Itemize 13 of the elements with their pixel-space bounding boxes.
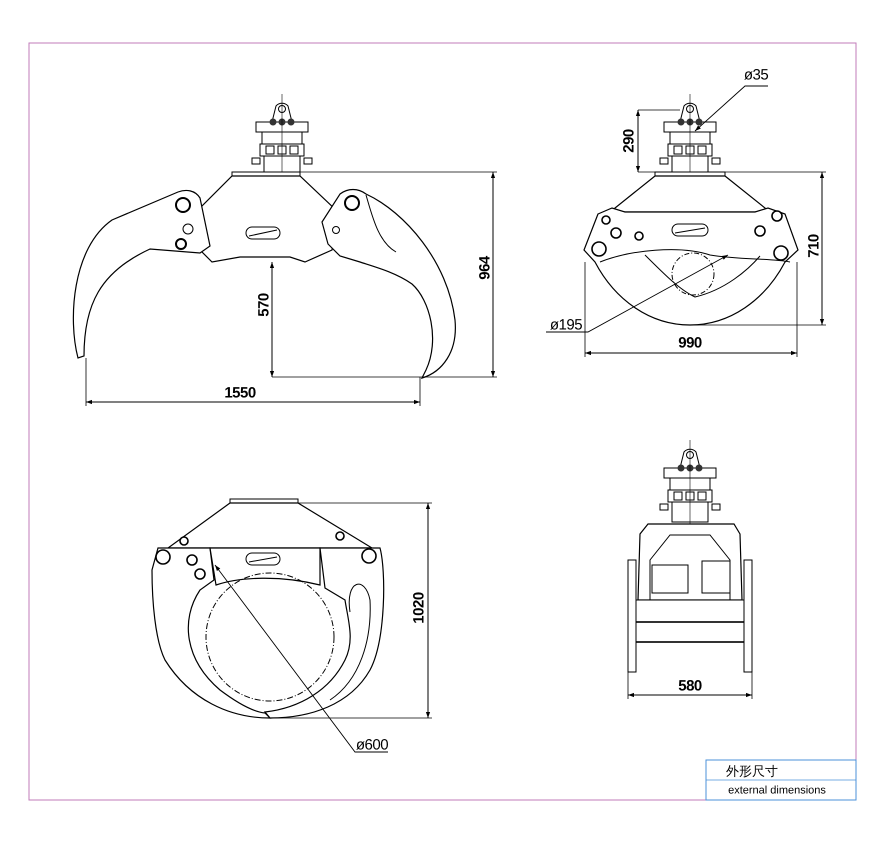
dimension-text: 1550 [224,386,256,400]
dimension-text: 570 [256,293,272,317]
dimension-text: 580 [678,678,702,694]
dimension-text: ø600 [356,738,388,752]
dimension-text: 964 [478,256,492,280]
dimension-text: 710 [806,234,822,258]
title-block-text: external dimensions [728,786,826,796]
dimension-text: 290 [622,129,636,153]
dimension-text: 990 [678,336,702,350]
dimension-text: ø195 [550,318,582,332]
dimension-text: ø35 [744,68,768,82]
title-block-text: 外形尺寸 [726,764,778,778]
dimension-text: 1020 [412,592,426,624]
